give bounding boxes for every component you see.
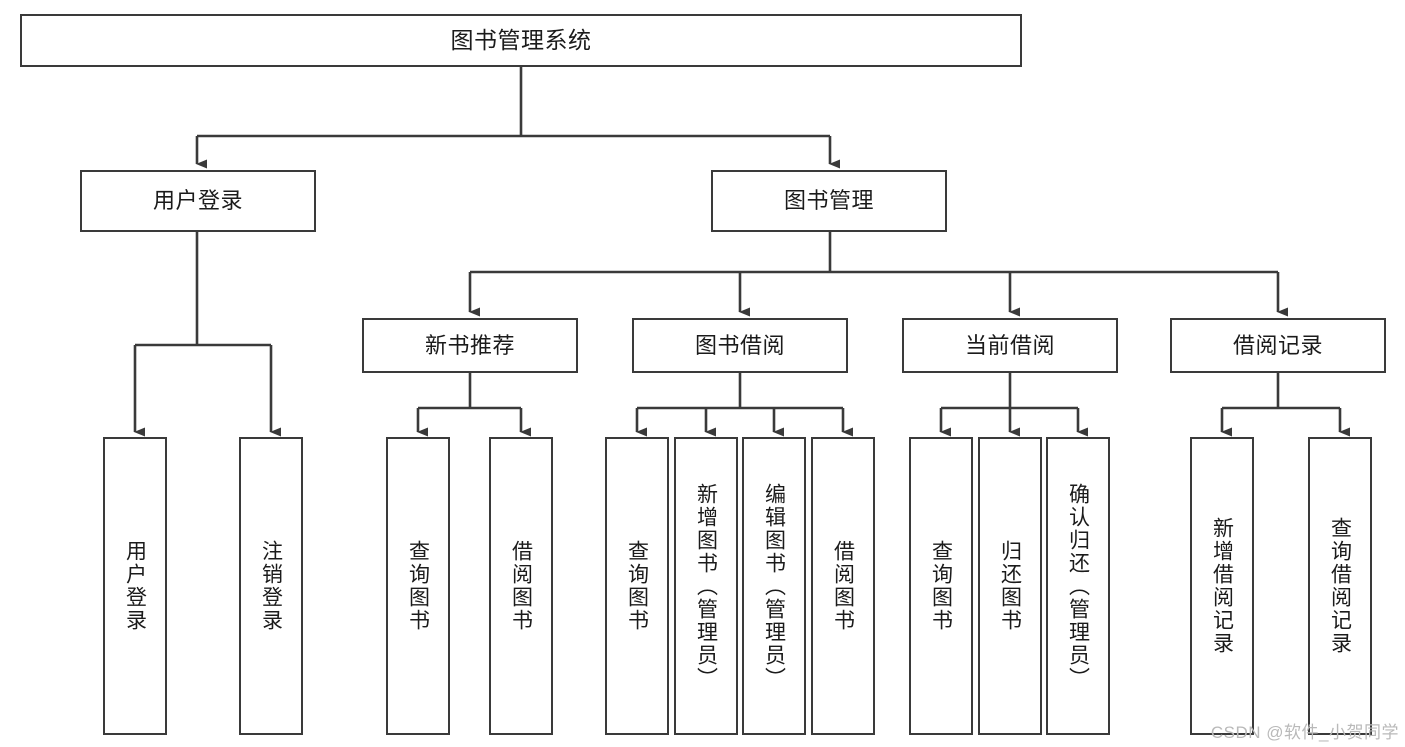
leaf-current-return-book-label: 归还图书 bbox=[998, 540, 1022, 632]
leaf-borrow-add-book[interactable]: 新增图书（管理员） bbox=[674, 437, 738, 735]
leaf-borrow-query-book-label: 查询图书 bbox=[625, 540, 649, 632]
csdn-watermark: CSDN @软件_小贺同学 bbox=[1210, 723, 1399, 742]
leaf-user-login-login-label: 用户登录 bbox=[123, 540, 147, 632]
node-user-login-label: 用户登录 bbox=[152, 188, 243, 214]
leaf-current-return-book[interactable]: 归还图书 bbox=[978, 437, 1042, 735]
node-new-book-recommend-label: 新书推荐 bbox=[424, 332, 515, 358]
node-book-borrow-label: 图书借阅 bbox=[694, 332, 785, 358]
node-borrow-record-label: 借阅记录 bbox=[1232, 332, 1323, 358]
leaf-record-add-label: 新增借阅记录 bbox=[1210, 517, 1234, 655]
leaf-borrow-query-book[interactable]: 查询图书 bbox=[605, 437, 669, 735]
leaf-current-confirm-return[interactable]: 确认归还（管理员） bbox=[1046, 437, 1110, 735]
leaf-borrow-borrow-book[interactable]: 借阅图书 bbox=[811, 437, 875, 735]
leaf-new-book-borrow-label: 借阅图书 bbox=[509, 540, 533, 632]
leaf-new-book-query-label: 查询图书 bbox=[406, 540, 430, 632]
leaf-user-login-login[interactable]: 用户登录 bbox=[103, 437, 167, 735]
node-user-login[interactable]: 用户登录 bbox=[80, 170, 316, 232]
leaf-record-query[interactable]: 查询借阅记录 bbox=[1308, 437, 1372, 735]
leaf-current-query-book[interactable]: 查询图书 bbox=[909, 437, 973, 735]
leaf-current-query-book-label: 查询图书 bbox=[929, 540, 953, 632]
node-book-borrow[interactable]: 图书借阅 bbox=[632, 318, 848, 373]
leaf-borrow-add-book-label: 新增图书（管理员） bbox=[694, 482, 718, 690]
node-root-label: 图书管理系统 bbox=[450, 27, 592, 54]
node-book-management-label: 图书管理 bbox=[783, 188, 874, 214]
node-book-management[interactable]: 图书管理 bbox=[711, 170, 947, 232]
node-root[interactable]: 图书管理系统 bbox=[20, 14, 1022, 67]
leaf-current-confirm-return-label: 确认归还（管理员） bbox=[1066, 482, 1090, 690]
node-new-book-recommend[interactable]: 新书推荐 bbox=[362, 318, 578, 373]
leaf-record-add[interactable]: 新增借阅记录 bbox=[1190, 437, 1254, 735]
node-current-borrow-label: 当前借阅 bbox=[964, 332, 1055, 358]
leaf-new-book-borrow[interactable]: 借阅图书 bbox=[489, 437, 553, 735]
leaf-user-login-logout-label: 注销登录 bbox=[259, 540, 283, 632]
leaf-record-query-label: 查询借阅记录 bbox=[1328, 517, 1352, 655]
leaf-borrow-edit-book-label: 编辑图书（管理员） bbox=[762, 482, 786, 690]
node-borrow-record[interactable]: 借阅记录 bbox=[1170, 318, 1386, 373]
node-current-borrow[interactable]: 当前借阅 bbox=[902, 318, 1118, 373]
leaf-new-book-query[interactable]: 查询图书 bbox=[386, 437, 450, 735]
leaf-borrow-borrow-book-label: 借阅图书 bbox=[831, 540, 855, 632]
leaf-user-login-logout[interactable]: 注销登录 bbox=[239, 437, 303, 735]
leaf-borrow-edit-book[interactable]: 编辑图书（管理员） bbox=[742, 437, 806, 735]
